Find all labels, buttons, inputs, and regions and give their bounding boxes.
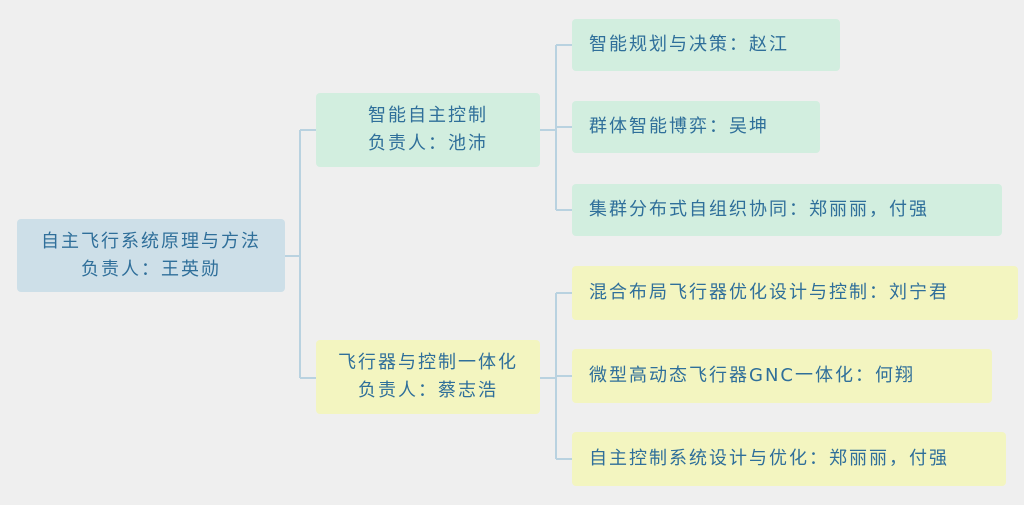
leaf-1-label: 智能规划与决策：赵江 [589,34,789,55]
leaf-node-5[interactable]: 微型高动态飞行器GNC一体化：何翔 [572,349,992,403]
leaf-node-2[interactable]: 群体智能博弈：吴坤 [572,101,820,153]
branch-2-owner: 负责人：蔡志浩 [358,380,498,401]
root-title: 自主飞行系统原理与方法 [41,230,261,252]
leaf-2-label: 群体智能博弈：吴坤 [589,116,769,137]
branch-1-title: 智能自主控制 [368,105,488,126]
branch-node-1[interactable]: 智能自主控制 负责人：池沛 [316,93,540,167]
leaf-node-6[interactable]: 自主控制系统设计与优化：郑丽丽，付强 [572,432,1006,486]
leaf-4-label: 混合布局飞行器优化设计与控制：刘宁君 [589,282,949,303]
branch-1-owner: 负责人：池沛 [368,133,488,154]
leaf-5-label: 微型高动态飞行器GNC一体化：何翔 [589,365,915,386]
leaf-6-label: 自主控制系统设计与优化：郑丽丽，付强 [589,448,949,469]
leaf-node-4[interactable]: 混合布局飞行器优化设计与控制：刘宁君 [572,266,1018,320]
branch-node-2[interactable]: 飞行器与控制一体化 负责人：蔡志浩 [316,340,540,414]
root-owner: 负责人：王英勋 [81,258,221,280]
root-node[interactable]: 自主飞行系统原理与方法 负责人：王英勋 [17,219,285,292]
leaf-node-3[interactable]: 集群分布式自组织协同：郑丽丽，付强 [572,184,1002,236]
leaf-3-label: 集群分布式自组织协同：郑丽丽，付强 [589,199,929,220]
leaf-node-1[interactable]: 智能规划与决策：赵江 [572,19,840,71]
branch-2-title: 飞行器与控制一体化 [338,352,518,373]
